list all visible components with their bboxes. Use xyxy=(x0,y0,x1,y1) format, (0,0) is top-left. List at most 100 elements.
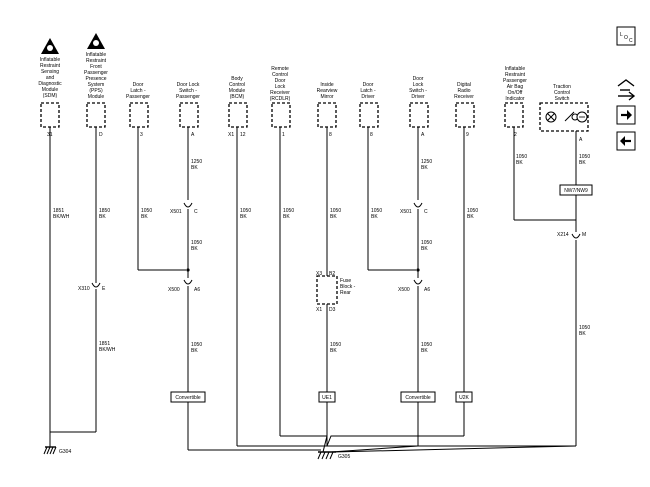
next-page-button[interactable] xyxy=(616,105,636,125)
svg-text:Receiver: Receiver xyxy=(454,94,474,100)
pin-label: A xyxy=(421,132,425,138)
pin-label: 9 xyxy=(466,132,469,138)
previous-page-button[interactable] xyxy=(616,131,636,151)
svg-text:Door Lock: Door Lock xyxy=(177,82,200,88)
svg-text:BK: BK xyxy=(330,214,337,220)
svg-text:BK: BK xyxy=(421,246,428,252)
pin-label: 12 xyxy=(240,132,246,138)
svg-text:BK: BK xyxy=(579,331,586,337)
svg-text:1050: 1050 xyxy=(141,208,152,214)
svg-text:Restraint: Restraint xyxy=(86,58,107,64)
svg-text:Sensing: Sensing xyxy=(41,69,59,75)
wire xyxy=(332,445,577,453)
svg-text:1050: 1050 xyxy=(579,325,590,331)
module-label-digital-radio-receiver: Digital Radio Receiver xyxy=(454,82,474,100)
svg-text:Fuse: Fuse xyxy=(340,278,351,284)
svg-text:Control: Control xyxy=(229,82,245,88)
svg-text:Diagnostic: Diagnostic xyxy=(38,81,62,87)
svg-text:1050: 1050 xyxy=(330,208,341,214)
svg-text:1050: 1050 xyxy=(283,208,294,214)
wire xyxy=(330,445,419,453)
svg-text:Passenger: Passenger xyxy=(84,70,108,76)
pin-label: D xyxy=(99,132,103,138)
inline-connector-x501-passenger: X501 C xyxy=(170,202,198,215)
pin-label: 1 xyxy=(282,132,285,138)
module-label-bcm: Body Control Module (BCM) xyxy=(229,76,246,100)
svg-text:X1: X1 xyxy=(316,307,322,313)
svg-text:BK: BK xyxy=(191,348,198,354)
splice-dot xyxy=(186,268,190,272)
svg-text:1050: 1050 xyxy=(371,208,382,214)
previous-page-icon xyxy=(620,136,631,146)
svg-text:BK: BK xyxy=(141,214,148,220)
svg-text:1050: 1050 xyxy=(330,342,341,348)
svg-text:X501: X501 xyxy=(400,209,412,215)
svg-text:Driver: Driver xyxy=(411,94,425,100)
svg-text:Inflatable: Inflatable xyxy=(505,66,526,72)
svg-text:Module: Module xyxy=(88,94,105,100)
svg-text:BK: BK xyxy=(579,160,586,166)
svg-text:O: O xyxy=(624,35,628,41)
svg-text:1250: 1250 xyxy=(421,159,432,165)
svg-text:Module: Module xyxy=(42,87,59,93)
module-label-door-latch-driver: Door Latch - Driver xyxy=(360,82,376,100)
loc-button[interactable]: L O C xyxy=(616,26,636,46)
pin-label: 8 xyxy=(329,132,332,138)
connector-view-button[interactable] xyxy=(617,79,636,101)
connector-view-icon xyxy=(617,79,636,101)
svg-text:Mirror: Mirror xyxy=(320,94,333,100)
pin-label: A xyxy=(191,132,195,138)
inline-connector-x501-driver: X501 C xyxy=(400,202,428,215)
pin-label: 8 xyxy=(370,132,373,138)
svg-text:Inflatable: Inflatable xyxy=(40,57,61,63)
svg-text:Presence: Presence xyxy=(85,76,106,82)
module-box-door-lock-switch-passenger xyxy=(179,102,199,128)
svg-text:1050: 1050 xyxy=(191,342,202,348)
svg-text:C: C xyxy=(629,38,633,44)
svg-text:Module: Module xyxy=(229,88,246,94)
svg-text:UE1: UE1 xyxy=(322,395,332,401)
inline-connector-x310: X310 E xyxy=(78,282,106,295)
svg-text:Door: Door xyxy=(413,76,424,82)
svg-text:NW7/NW9: NW7/NW9 xyxy=(564,188,588,194)
svg-text:BK: BK xyxy=(421,348,428,354)
svg-text:BK/WH: BK/WH xyxy=(99,347,116,353)
module-box-rcdlr xyxy=(271,102,291,128)
svg-text:BK: BK xyxy=(191,246,198,252)
svg-text:Control: Control xyxy=(554,90,570,96)
svg-text:Door: Door xyxy=(363,82,374,88)
svg-text:Convertible: Convertible xyxy=(175,395,201,401)
svg-text:Convertible: Convertible xyxy=(405,395,431,401)
svg-text:On/Off: On/Off xyxy=(508,90,523,96)
inline-connector-x214: X214 M xyxy=(557,232,586,244)
svg-text:U2K: U2K xyxy=(459,395,469,401)
svg-text:B2: B2 xyxy=(329,271,335,277)
svg-text:Remote: Remote xyxy=(271,66,289,72)
svg-text:BK: BK xyxy=(240,214,247,220)
svg-text:Switch -: Switch - xyxy=(409,88,427,94)
svg-text:BK/WH: BK/WH xyxy=(53,214,70,220)
module-label-inside-rearview-mirror: Inside Rearview Mirror xyxy=(317,82,338,100)
svg-text:X214: X214 xyxy=(557,232,569,238)
module-label-traction-control-switch: Traction Control Switch xyxy=(553,84,571,102)
svg-text:1851: 1851 xyxy=(53,208,64,214)
svg-text:X310: X310 xyxy=(78,286,90,292)
svg-text:1050: 1050 xyxy=(191,240,202,246)
svg-text:System: System xyxy=(88,82,105,88)
svg-text:Indicator: Indicator xyxy=(505,96,525,102)
next-page-icon xyxy=(621,110,632,120)
svg-text:Passenger: Passenger xyxy=(503,78,527,84)
svg-text:BK: BK xyxy=(371,214,378,220)
svg-text:BK: BK xyxy=(467,214,474,220)
inline-connector-x500-passenger: X500 A6 xyxy=(168,279,200,293)
svg-text:(SDM): (SDM) xyxy=(43,93,58,99)
svg-text:BK: BK xyxy=(99,214,106,220)
